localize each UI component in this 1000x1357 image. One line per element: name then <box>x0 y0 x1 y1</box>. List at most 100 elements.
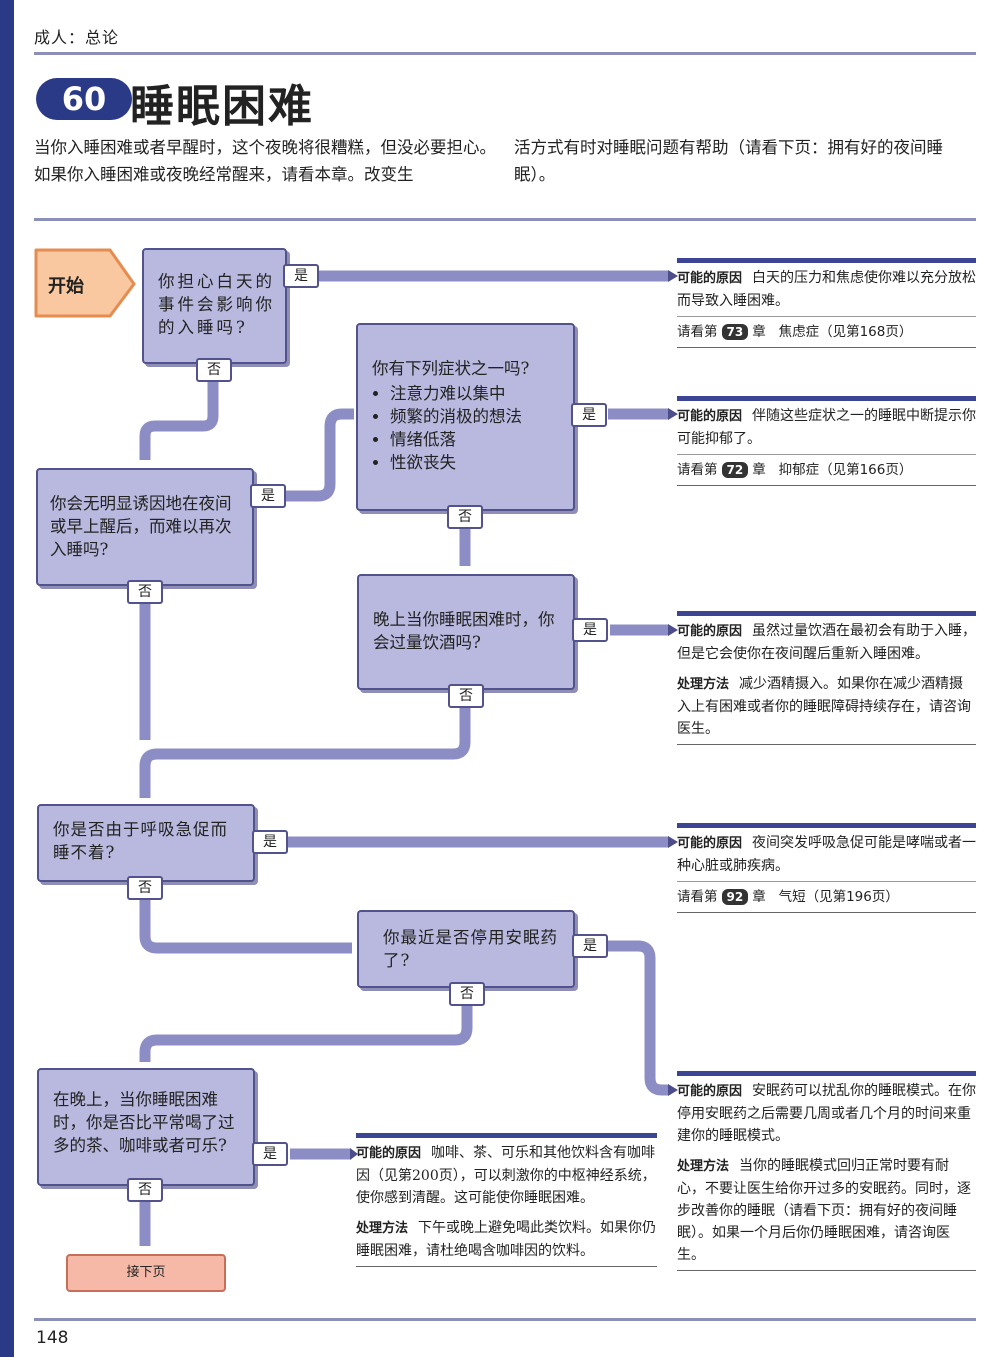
result-action: 处理方法减少酒精摄入。如果你在减少酒精摄入上有困难或者你的睡眠障碍持续存在，请咨… <box>677 673 976 740</box>
arrowhead-r5 <box>668 1084 678 1096</box>
result-topbar <box>677 258 976 263</box>
page-number: 148 <box>36 1328 69 1348</box>
cause-text: 咖啡、茶、可乐和其他饮料含有咖啡因（见第200页），可以刺激你的中枢神经系统，使… <box>356 1145 656 1206</box>
cause-text: 白天的压力和焦虑使你难以充分放松而导致入睡困难。 <box>677 270 977 309</box>
yes-tag-q3: 是 <box>571 403 607 427</box>
question-box-early-waking: 你会无明显诱因地在夜间或早上醒后，而难以再次入睡吗? <box>36 468 254 586</box>
connector-q4-no <box>139 706 471 798</box>
cause-label: 可能的原因 <box>677 271 743 286</box>
result-separator <box>677 881 976 882</box>
no-tag-q6: 否 <box>449 982 485 1006</box>
result-topbar <box>356 1133 657 1138</box>
yes-tag-q6: 是 <box>572 934 608 958</box>
result-action: 处理方法下午或晚上避免喝此类饮料。如果你仍睡眠困难，请杜绝喝含咖啡因的饮料。 <box>356 1217 657 1262</box>
chapter-number-badge: 60 <box>36 78 132 120</box>
yes-tag-q4: 是 <box>572 618 608 642</box>
arrowhead-r4 <box>668 836 678 848</box>
result-cause: 可能的原因夜间突发呼吸急促可能是哮喘或者一种心脏或肺疾病。 <box>677 832 976 877</box>
arrowhead-r2 <box>668 408 678 420</box>
see-prefix: 请看第 <box>677 462 718 478</box>
result-cause: 可能的原因白天的压力和焦虑使你难以充分放松而导致入睡困难。 <box>677 267 976 312</box>
no-tag-q1: 否 <box>196 358 232 382</box>
yes-tag-q2: 是 <box>250 484 286 508</box>
see-suffix: 章 <box>752 462 766 478</box>
result-cause: 可能的原因安眠药可以扰乱你的睡眠模式。在你停用安眠药之后需要几周或者几个月的时间… <box>677 1080 976 1147</box>
ref-text: 抑郁症（见第166页） <box>778 462 913 478</box>
symptom-item: 频繁的消极的想法 <box>390 405 565 428</box>
start-label: 开始 <box>48 276 84 297</box>
cause-label: 可能的原因 <box>677 836 743 851</box>
cause-text: 伴随这些症状之一的睡眠中断提示你可能抑郁了。 <box>677 408 977 447</box>
result-topbar <box>677 396 976 401</box>
start-arrow-shape <box>34 248 136 318</box>
result-bottom-line <box>677 912 976 913</box>
result-bottom-line <box>677 485 976 486</box>
section-label: 成人：总论 <box>34 28 120 47</box>
result-bottom-line <box>677 347 976 348</box>
result-cause: 可能的原因虽然过量饮酒在最初会有助于入睡，但是它会使你在夜间醒后重新入睡困难。 <box>677 620 976 665</box>
question-box-breathing: 你是否由于呼吸急促而睡不着? <box>37 804 255 882</box>
action-text: 当你的睡眠模式回归正常时要有耐心，不要让医生给你开过多的安眠药。同时，逐步改善你… <box>677 1158 971 1263</box>
cause-text: 安眠药可以扰乱你的睡眠模式。在你停用安眠药之后需要几周或者几个月的时间来重建你的… <box>677 1083 977 1144</box>
question-box-caffeine: 在晚上，当你睡眠困难时，你是否比平常喝了过多的茶、咖啡或者可乐? <box>37 1068 255 1186</box>
result-caffeine: 可能的原因咖啡、茶、可乐和其他饮料含有咖啡因（见第200页），可以刺激你的中枢神… <box>356 1133 657 1267</box>
chapter-ref-badge: 73 <box>721 324 749 340</box>
intro-column-2: 活方式有时对睡眠问题有帮助（请看下页：拥有好的夜间睡眠）。 <box>514 138 943 184</box>
action-label: 处理方法 <box>677 677 730 692</box>
no-tag-q2: 否 <box>127 580 163 604</box>
arrowhead-r6 <box>350 1148 358 1160</box>
see-prefix: 请看第 <box>677 324 718 340</box>
question-box-symptoms: 你有下列症状之一吗? 注意力难以集中 频繁的消极的想法 情绪低落 性欲丧失 <box>356 323 575 511</box>
result-sleeping-pills: 可能的原因安眠药可以扰乱你的睡眠模式。在你停用安眠药之后需要几周或者几个月的时间… <box>677 1071 976 1271</box>
connector-q2-yes <box>286 408 354 502</box>
chapter-title: 睡眠困难 <box>130 81 314 132</box>
cause-label: 可能的原因 <box>677 409 743 424</box>
symptoms-intro: 你有下列症状之一吗? <box>372 359 530 378</box>
result-cause: 可能的原因伴随这些症状之一的睡眠中断提示你可能抑郁了。 <box>677 405 976 450</box>
action-label: 处理方法 <box>356 1221 409 1236</box>
chapter-ref-badge: 92 <box>721 889 749 905</box>
result-topbar <box>677 823 976 828</box>
intro-rule <box>34 218 976 221</box>
ref-text: 气短（见第196页） <box>778 889 899 905</box>
action-text: 下午或晚上避免喝此类饮料。如果你仍睡眠困难，请杜绝喝含咖啡因的饮料。 <box>356 1220 657 1259</box>
connector-q5-no <box>139 898 352 954</box>
result-bottom-line <box>677 744 976 745</box>
symptoms-list: 注意力难以集中 频繁的消极的想法 情绪低落 性欲丧失 <box>372 382 565 474</box>
see-prefix: 请看第 <box>677 889 718 905</box>
see-suffix: 章 <box>752 324 766 340</box>
result-action: 处理方法当你的睡眠模式回归正常时要有耐心，不要让医生给你开过多的安眠药。同时，逐… <box>677 1155 976 1266</box>
footer-rule <box>34 1318 976 1321</box>
action-text: 减少酒精摄入。如果你在减少酒精摄入上有困难或者你的睡眠障碍持续存在，请咨询医生。 <box>677 676 971 737</box>
question-box-sleeping-pills: 你最近是否停用安眠药了? <box>357 910 575 988</box>
intro-column-1: 当你入睡困难或者早醒时，这个夜晚将很糟糕，但没必要担心。如果你入睡困难或夜晚经常… <box>34 138 496 184</box>
connector-q6-no <box>139 1006 473 1062</box>
result-separator <box>677 316 976 317</box>
cause-label: 可能的原因 <box>356 1146 422 1161</box>
result-cause: 可能的原因咖啡、茶、可乐和其他饮料含有咖啡因（见第200页），可以刺激你的中枢神… <box>356 1142 657 1209</box>
cause-text: 夜间突发呼吸急促可能是哮喘或者一种心脏或肺疾病。 <box>677 835 977 874</box>
question-box-worry: 你担心白天的事件会影响你的入睡吗? <box>142 248 287 364</box>
left-margin-bar <box>0 0 14 1357</box>
symptom-item: 情绪低落 <box>390 428 565 451</box>
yes-tag-q5: 是 <box>252 830 288 854</box>
next-page-box: 接下页 <box>66 1254 226 1292</box>
no-tag-q3: 否 <box>447 505 483 529</box>
result-alcohol: 可能的原因虽然过量饮酒在最初会有助于入睡，但是它会使你在夜间醒后重新入睡困难。 … <box>677 611 976 745</box>
see-suffix: 章 <box>752 889 766 905</box>
arrowhead-r3 <box>668 624 678 636</box>
symptom-item: 注意力难以集中 <box>390 382 565 405</box>
result-bottom-line <box>356 1266 657 1267</box>
cause-label: 可能的原因 <box>677 1084 743 1099</box>
no-tag-q7: 否 <box>127 1178 163 1202</box>
question-box-alcohol: 晚上当你睡眠困难时，你会过量饮酒吗? <box>357 574 575 690</box>
arrowhead-r1 <box>668 270 678 282</box>
symptom-item: 性欲丧失 <box>390 451 565 474</box>
action-label: 处理方法 <box>677 1159 730 1174</box>
